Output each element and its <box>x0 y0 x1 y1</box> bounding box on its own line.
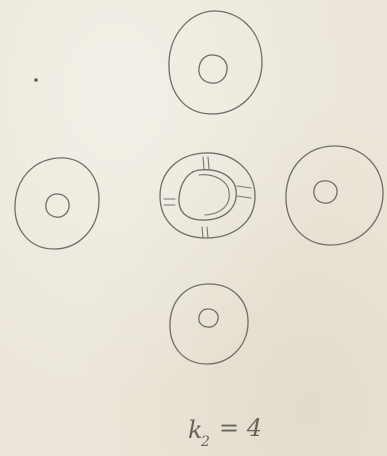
cell-center <box>160 153 255 238</box>
cell-top <box>169 11 262 114</box>
cell-bottom <box>170 284 248 364</box>
contact-mark-right <box>237 196 251 198</box>
contact-mark-right <box>237 186 251 188</box>
cell-top-outer <box>169 11 262 114</box>
cell-center-nucleus <box>179 170 236 220</box>
cell-center-outer <box>160 153 255 238</box>
cell-bottom-nucleus <box>199 309 218 327</box>
equation-label: k 2 = 4 <box>188 414 262 450</box>
cell-bottom-outer <box>170 284 248 364</box>
cell-right-nucleus <box>314 181 337 203</box>
contact-mark-bottom <box>202 227 203 238</box>
cell-right-outer <box>286 146 383 245</box>
contact-mark-top <box>203 157 204 169</box>
cell-left <box>15 158 99 249</box>
contact-mark-top <box>208 157 209 169</box>
equation-relation: = 4 <box>219 414 262 442</box>
contact-mark-bottom <box>207 227 208 238</box>
cell-left-outer <box>15 158 99 249</box>
cell-right <box>286 146 383 245</box>
equation-subscript: 2 <box>200 434 210 450</box>
cell-center-nucleus-inner <box>199 175 229 215</box>
stray-dot <box>34 78 38 82</box>
cell-left-nucleus <box>46 194 69 217</box>
cell-top-nucleus <box>199 55 227 83</box>
